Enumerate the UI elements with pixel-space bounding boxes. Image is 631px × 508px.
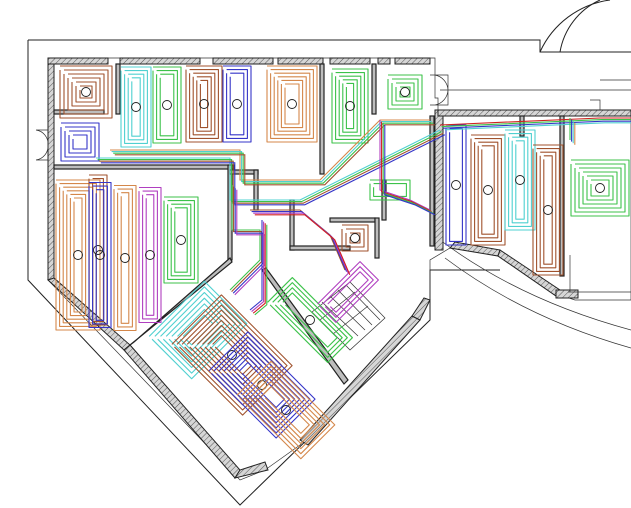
heating-loop — [570, 159, 630, 217]
heating-loop — [138, 186, 162, 324]
loop-center-marker — [120, 253, 130, 263]
heating-loop — [60, 122, 100, 162]
supply-pipe — [100, 134, 446, 206]
heating-loop-pipe — [267, 277, 353, 363]
heating-loop — [163, 196, 199, 284]
heating-loop-pipe — [331, 68, 369, 144]
heating-loop-pipe — [317, 261, 379, 323]
heating-loop-pipe — [445, 124, 467, 246]
supply-pipe — [443, 120, 631, 129]
supply-pipe — [229, 185, 261, 291]
heating-loop — [504, 129, 536, 231]
loop-center-marker — [176, 235, 186, 245]
heating-loop — [152, 66, 182, 144]
supply-pipe — [232, 188, 264, 294]
heating-loop — [267, 277, 353, 363]
supply-pipe — [96, 129, 441, 201]
heating-loop — [222, 65, 252, 143]
heating-loop — [88, 181, 112, 329]
loop-center-marker — [199, 99, 209, 109]
supply-pipe — [382, 123, 434, 214]
supply-pipe — [384, 124, 436, 216]
supply-pipe — [113, 122, 434, 184]
heating-loop — [341, 224, 369, 252]
stair — [311, 281, 386, 351]
heating-loop-pipe — [120, 66, 152, 148]
heating-loop-pipe — [113, 184, 137, 332]
heating-loop — [266, 65, 318, 143]
heating-loop-pipe — [387, 74, 423, 110]
loop-center-marker — [595, 183, 605, 193]
heating-loop — [445, 124, 467, 246]
heating-loop-pipe — [88, 181, 112, 329]
heating-loop — [387, 74, 423, 110]
supply-pipe — [111, 121, 432, 183]
heating-loop — [120, 66, 152, 148]
loop-center-marker — [281, 405, 291, 415]
loop-center-marker — [93, 245, 103, 255]
loop-center-marker — [543, 205, 553, 215]
heating-loop-pipe — [341, 224, 369, 252]
loop-center-marker — [162, 100, 172, 110]
heating-loop-pipe — [208, 331, 316, 439]
loop-center-marker — [350, 233, 360, 243]
heating-loop — [185, 65, 223, 143]
heating-loop-pipe — [152, 66, 182, 144]
loop-center-marker — [483, 185, 493, 195]
heating-loop-pipe — [266, 65, 318, 143]
supply-pipe — [114, 124, 435, 186]
loop-center-marker — [73, 250, 83, 260]
heating-loop-pipe — [470, 134, 506, 246]
supply-pipe — [252, 223, 266, 314]
loop-center-marker — [305, 315, 315, 325]
heating-loop-pipe — [185, 65, 223, 143]
loop-center-marker — [287, 99, 297, 109]
heating-loop — [59, 65, 113, 119]
loop-center-marker — [81, 87, 91, 97]
supply-pipe — [251, 221, 265, 313]
heating-loop-pipe — [570, 159, 630, 217]
supply-pipe — [379, 120, 431, 211]
heating-loop-pipe — [532, 144, 564, 276]
loop-center-marker — [95, 250, 105, 260]
loop-center-marker — [451, 180, 461, 190]
supply-pipe — [254, 224, 268, 316]
supply-pipe — [444, 122, 631, 131]
heating-loop-pipe — [222, 65, 252, 143]
heating-loop-pipe — [60, 122, 100, 162]
site-outline — [27, 0, 631, 506]
supply-pipe — [99, 132, 444, 204]
loop-center-marker — [345, 101, 355, 111]
heating-loop-pipe — [59, 65, 113, 119]
heating-loop — [317, 261, 379, 323]
loop-center-marker — [227, 350, 237, 360]
supply-pipe — [441, 119, 631, 128]
loop-center-marker — [145, 250, 155, 260]
loop-center-marker — [400, 87, 410, 97]
heating-loop-pipe — [236, 360, 336, 460]
loop-center-marker — [515, 175, 525, 185]
supply-runners — [96, 117, 631, 316]
supply-pipe — [254, 214, 351, 276]
supply-pipe — [381, 121, 432, 213]
supply-pipe — [97, 131, 442, 203]
supply-pipe — [439, 117, 631, 126]
heating-loop-pipe — [163, 196, 199, 284]
heating-loop — [532, 144, 564, 276]
building-walls — [35, 57, 631, 481]
loop-center-marker — [131, 102, 141, 112]
heating-loop-pipe — [138, 186, 162, 324]
heating-loop — [470, 134, 506, 246]
heating-loops — [55, 65, 630, 460]
heating-loop — [331, 68, 369, 144]
supply-pipe — [110, 119, 430, 181]
loop-center-marker — [232, 99, 242, 109]
supply-pipe — [249, 220, 263, 311]
heating-loop — [236, 360, 336, 460]
heating-loop — [113, 184, 137, 332]
heating-loop-pipe — [504, 129, 536, 231]
